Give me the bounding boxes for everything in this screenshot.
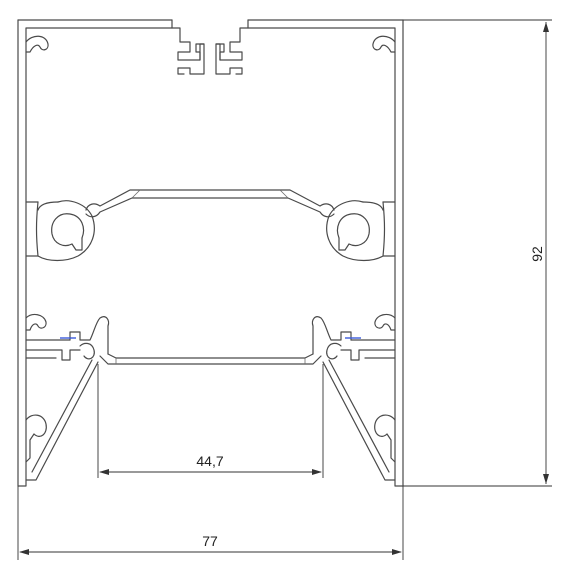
- right-flange: [322, 349, 396, 481]
- inner-width-dimension: [97, 364, 324, 478]
- middle-divider: [35, 189, 386, 262]
- outer-width-arrow-left: [19, 549, 29, 555]
- lower-right-screw-channel: [374, 313, 396, 331]
- inner-width-label: 44,7: [196, 453, 223, 469]
- outer-frame: [17, 19, 404, 487]
- left-flange: [25, 349, 99, 481]
- lower-left-screw-channel: [25, 313, 47, 331]
- diffuser-channel: [60, 316, 361, 365]
- inner-walls: [25, 201, 396, 341]
- height-arrow-top: [543, 22, 549, 32]
- inner-width-arrow-right: [312, 469, 322, 475]
- top-t-slot: [171, 19, 249, 75]
- height-arrow-bottom: [543, 474, 549, 484]
- height-dimension: [403, 19, 552, 487]
- outer-width-arrow-right: [392, 549, 402, 555]
- top-right-screw-channel: [372, 35, 396, 53]
- height-label: 92: [529, 246, 545, 262]
- outer-width-label: 77: [202, 533, 218, 549]
- inner-width-arrow-left: [99, 469, 109, 475]
- top-left-screw-channel: [25, 35, 49, 53]
- outer-width-dimension: [17, 486, 404, 560]
